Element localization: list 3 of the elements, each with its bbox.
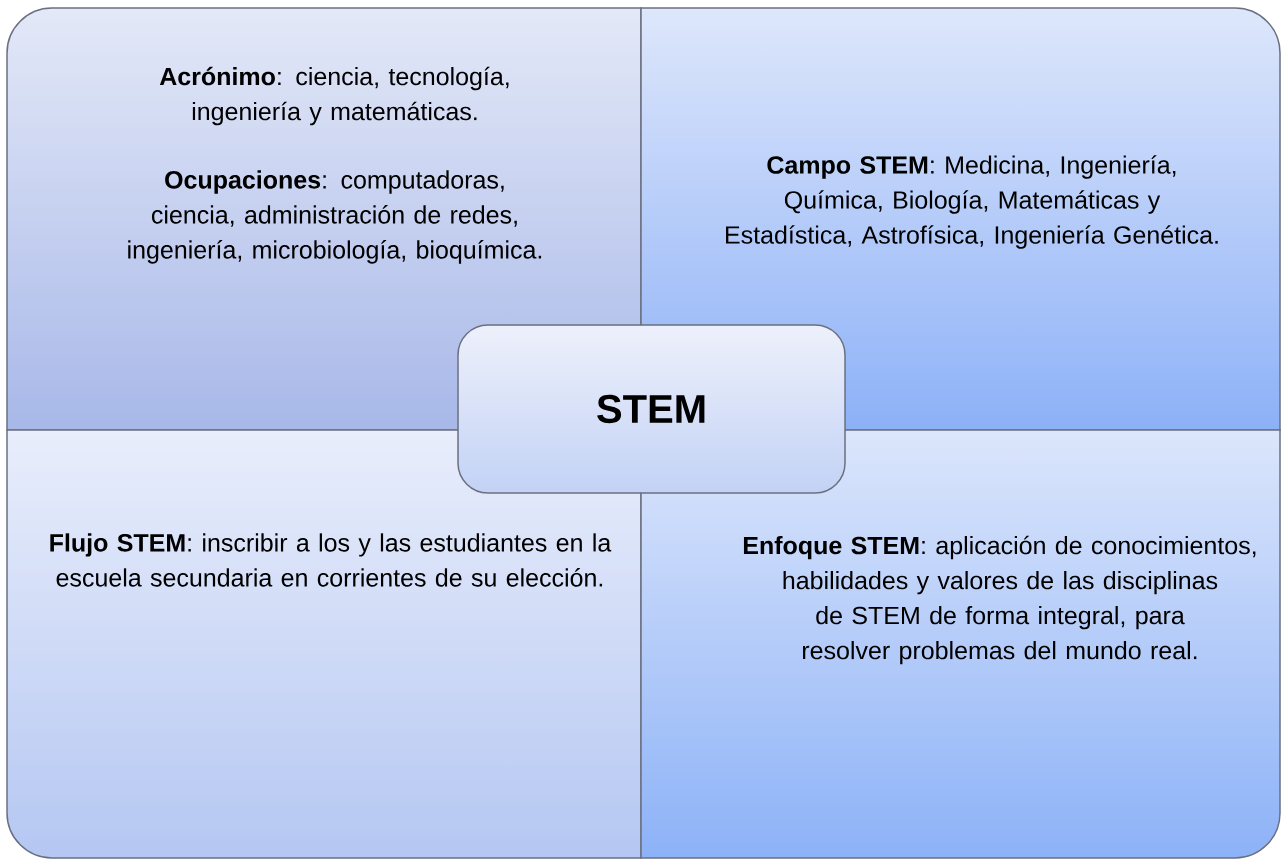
quadrant-panel: Enfoque STEM: aplicación de conocimientos, habilidades y valores de las disciplinas de STEM de forma integral, para resolver problemas del mundo real. [640, 429, 1281, 859]
quadrant-panel: Flujo STEM: inscribir a los y las estudiantes en la escuela secundaria en corrientes de su elección. [6, 429, 642, 859]
center-box: STEM [457, 324, 846, 494]
